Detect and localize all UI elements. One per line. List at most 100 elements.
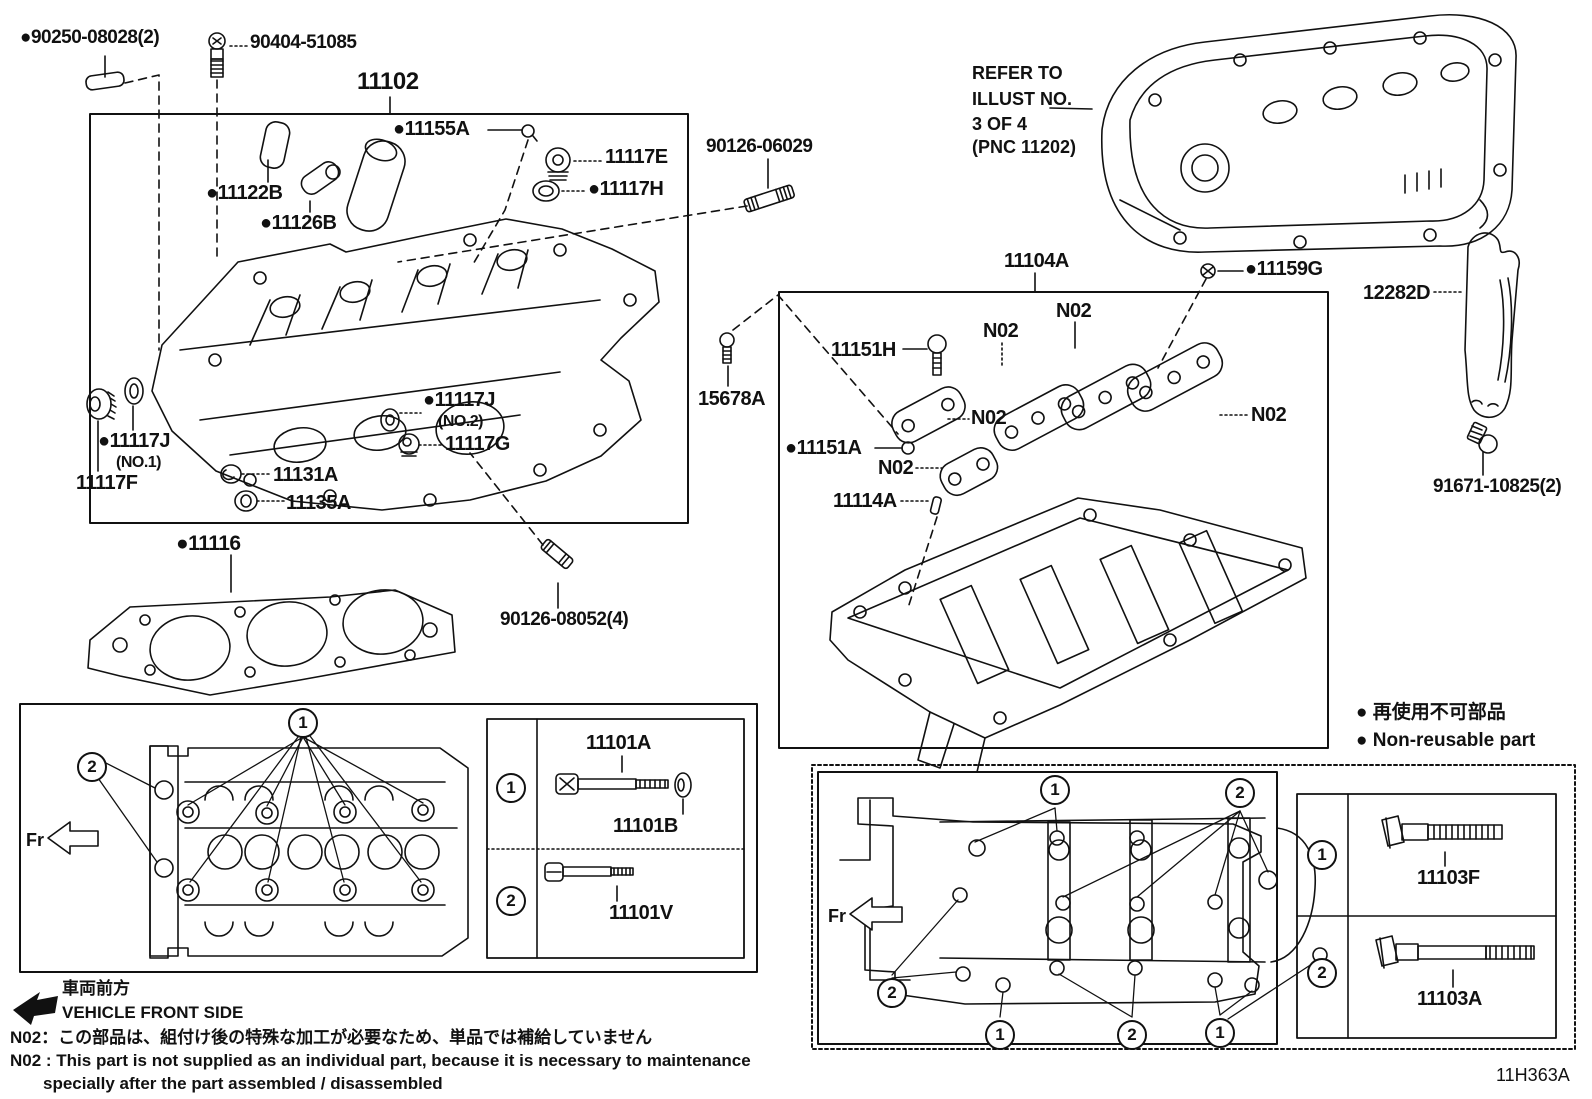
label-90404-51085: 90404-51085 (250, 32, 357, 53)
nonreusable-note-en: ● Non-reusable part (1356, 730, 1536, 751)
label-11101A: 11101A (586, 732, 651, 754)
label-90126-08052: 90126-08052(4) (500, 609, 629, 630)
label-11126B: ●11126B (260, 212, 337, 234)
refer-note-line3: 3 OF 4 (972, 114, 1028, 134)
label-11117E: 11117E (605, 146, 668, 168)
bolt-11103F-icon (1381, 815, 1503, 849)
label-11103A: 11103A (1417, 988, 1482, 1010)
drawing-code: 11H363A (1496, 1065, 1570, 1085)
label-11103F: 11103F (1417, 867, 1480, 889)
label-11117F: 11117F (76, 472, 138, 494)
label-11117J-1-no: (NO.1) (116, 454, 162, 471)
bolt-11155A-icon (521, 124, 538, 142)
plug-11117G-icon (398, 433, 420, 457)
callout-1: 1 (985, 1020, 1015, 1050)
fr-label: Fr (828, 906, 846, 926)
callout-1: 1 (496, 773, 526, 803)
label-90126-06029: 90126-06029 (706, 136, 813, 157)
box-head-bottom-view (19, 703, 758, 973)
refer-note-line1: REFER TO (972, 63, 1063, 83)
refer-note-line4: (PNC 11202) (972, 137, 1077, 157)
bolt-11103A-icon (1375, 935, 1535, 969)
label-11117H: ●11117H (588, 178, 664, 200)
callout-1: 1 (1307, 840, 1337, 870)
pin-90250-icon (85, 71, 125, 91)
label-N02-3: N02 (1251, 404, 1287, 426)
fr-arrow-head-view (47, 821, 99, 855)
legend1-hardware (544, 772, 692, 882)
callout-2: 2 (496, 886, 526, 916)
cup-11131A-icon (220, 464, 242, 484)
bolt-90404-icon (208, 32, 226, 78)
label-11135A: 11135A (286, 492, 351, 514)
vehicle-front-jp: 車両前方 (62, 979, 130, 998)
leader-lines-solid (97, 55, 1484, 988)
box-11104A (778, 291, 1329, 749)
head-gasket-drawing (87, 589, 456, 696)
callout-1: 1 (1040, 775, 1070, 805)
label-11131A: 11131A (273, 464, 338, 486)
plug-11117E-icon (545, 147, 571, 181)
ring-11117J1-icon (124, 377, 144, 405)
callout-2: 2 (877, 978, 907, 1008)
n02-note-en1: N02 : This part is not supplied as an in… (10, 1051, 751, 1070)
ring-11117J2-icon (380, 408, 400, 432)
head-bottom-view-drawing (97, 735, 469, 959)
stud-90126-08052-icon (540, 538, 574, 570)
vehicle-front-arrow (13, 992, 58, 1025)
n02-note-jp: N02：この部品は、組付け後の特殊な加工が必要なため、単品では補給していません (10, 1028, 653, 1047)
label-N02-5: N02 (878, 457, 914, 479)
box-oil-pan-view (811, 764, 1576, 1050)
bolt-15678A-icon (719, 332, 735, 364)
label-N02-4: N02 (971, 407, 1007, 429)
seal-11135A-icon (234, 490, 258, 512)
camshaft-caps-drawing (891, 342, 1224, 497)
callout-2: 2 (1225, 778, 1255, 808)
label-N02-1: N02 (983, 320, 1019, 342)
stud-90126-06029-icon (743, 184, 795, 213)
label-N02-2: N02 (1056, 300, 1092, 322)
label-11122B: ●11122B (206, 182, 283, 204)
bolt-11101V-icon (544, 862, 634, 882)
fr-arrow-pan-view (849, 897, 903, 931)
ring-11117H-icon (532, 180, 560, 202)
label-11151H: 11151H (831, 339, 896, 361)
label-11117J-2-no: (NO.2) (438, 413, 484, 430)
valve-cover-drawing (1101, 14, 1517, 253)
label-11116: ●11116 (176, 532, 241, 555)
legend2-hardware (1375, 815, 1535, 969)
cylinder-head-drawing (151, 218, 660, 511)
cam-housing-drawing (829, 497, 1307, 773)
head-bolt-holes (176, 798, 435, 902)
label-11104A: 11104A (1004, 250, 1069, 272)
n02-note-en2: specially after the part assembled / dis… (43, 1074, 443, 1093)
bolt-11151H-icon (927, 334, 947, 376)
label-11151A: ●11151A (785, 437, 862, 459)
callout-2: 2 (1307, 958, 1337, 988)
vehicle-front-en: VEHICLE FRONT SIDE (62, 1003, 244, 1022)
bolt-11159G-icon (1200, 263, 1216, 279)
label-15678A: 15678A (698, 388, 766, 410)
box-11102 (89, 113, 689, 524)
label-11101B: 11101B (613, 815, 678, 837)
label-12282D: 12282D (1363, 282, 1431, 304)
bolt-91671-icon (1466, 421, 1498, 454)
label-90250-08028: ●90250-08028(2) (20, 27, 160, 48)
label-11159G: ●11159G (1245, 258, 1323, 280)
ball-11151A-icon (901, 441, 915, 455)
bracket-12282D-drawing (1464, 232, 1520, 419)
label-11117G: 11117G (445, 433, 510, 455)
refer-note-line2: ILLUST NO. (972, 89, 1072, 109)
label-11102: 11102 (357, 68, 419, 95)
fr-label: Fr (26, 830, 44, 850)
label-11117J-2: ●11117J (423, 389, 496, 411)
label-91671-10825: 91671-10825(2) (1433, 476, 1562, 497)
leader-lines-dotted (229, 45, 1462, 502)
oil-pan-drawing (839, 797, 1328, 1020)
label-11114A: 11114A (833, 490, 897, 512)
label-11155A: ●11155A (393, 118, 470, 140)
nonreusable-note-jp: ● 再使用不可部品 (1356, 702, 1506, 723)
callout-2: 2 (77, 752, 107, 782)
valve-guide-icons (259, 121, 406, 232)
